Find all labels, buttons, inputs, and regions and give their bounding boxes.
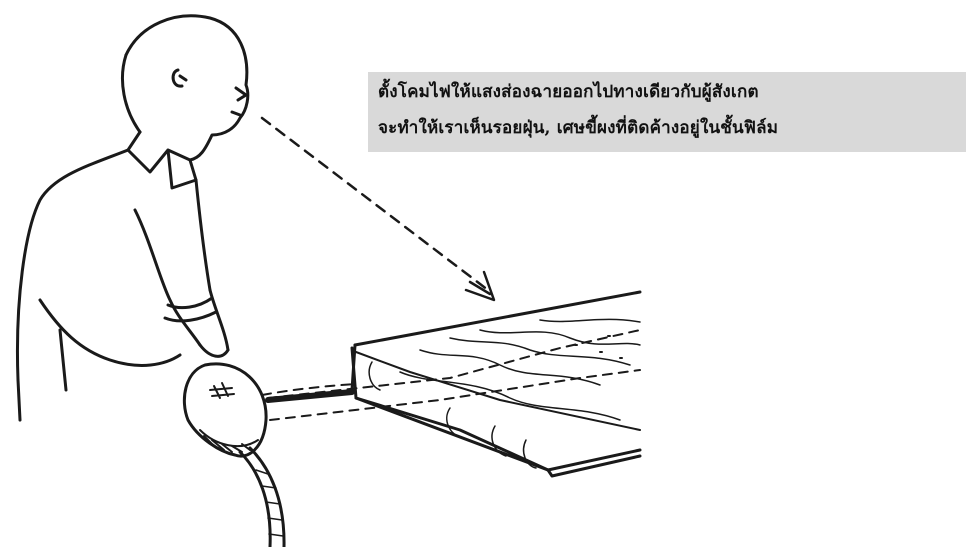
observer-head — [126, 16, 248, 160]
sight-line — [262, 118, 494, 300]
light-rays — [262, 330, 640, 420]
observer-figure — [17, 16, 247, 420]
observer-ear — [173, 70, 186, 86]
desk-lamp — [184, 364, 352, 547]
observer-arm — [135, 210, 200, 345]
observer-collar — [128, 132, 196, 188]
